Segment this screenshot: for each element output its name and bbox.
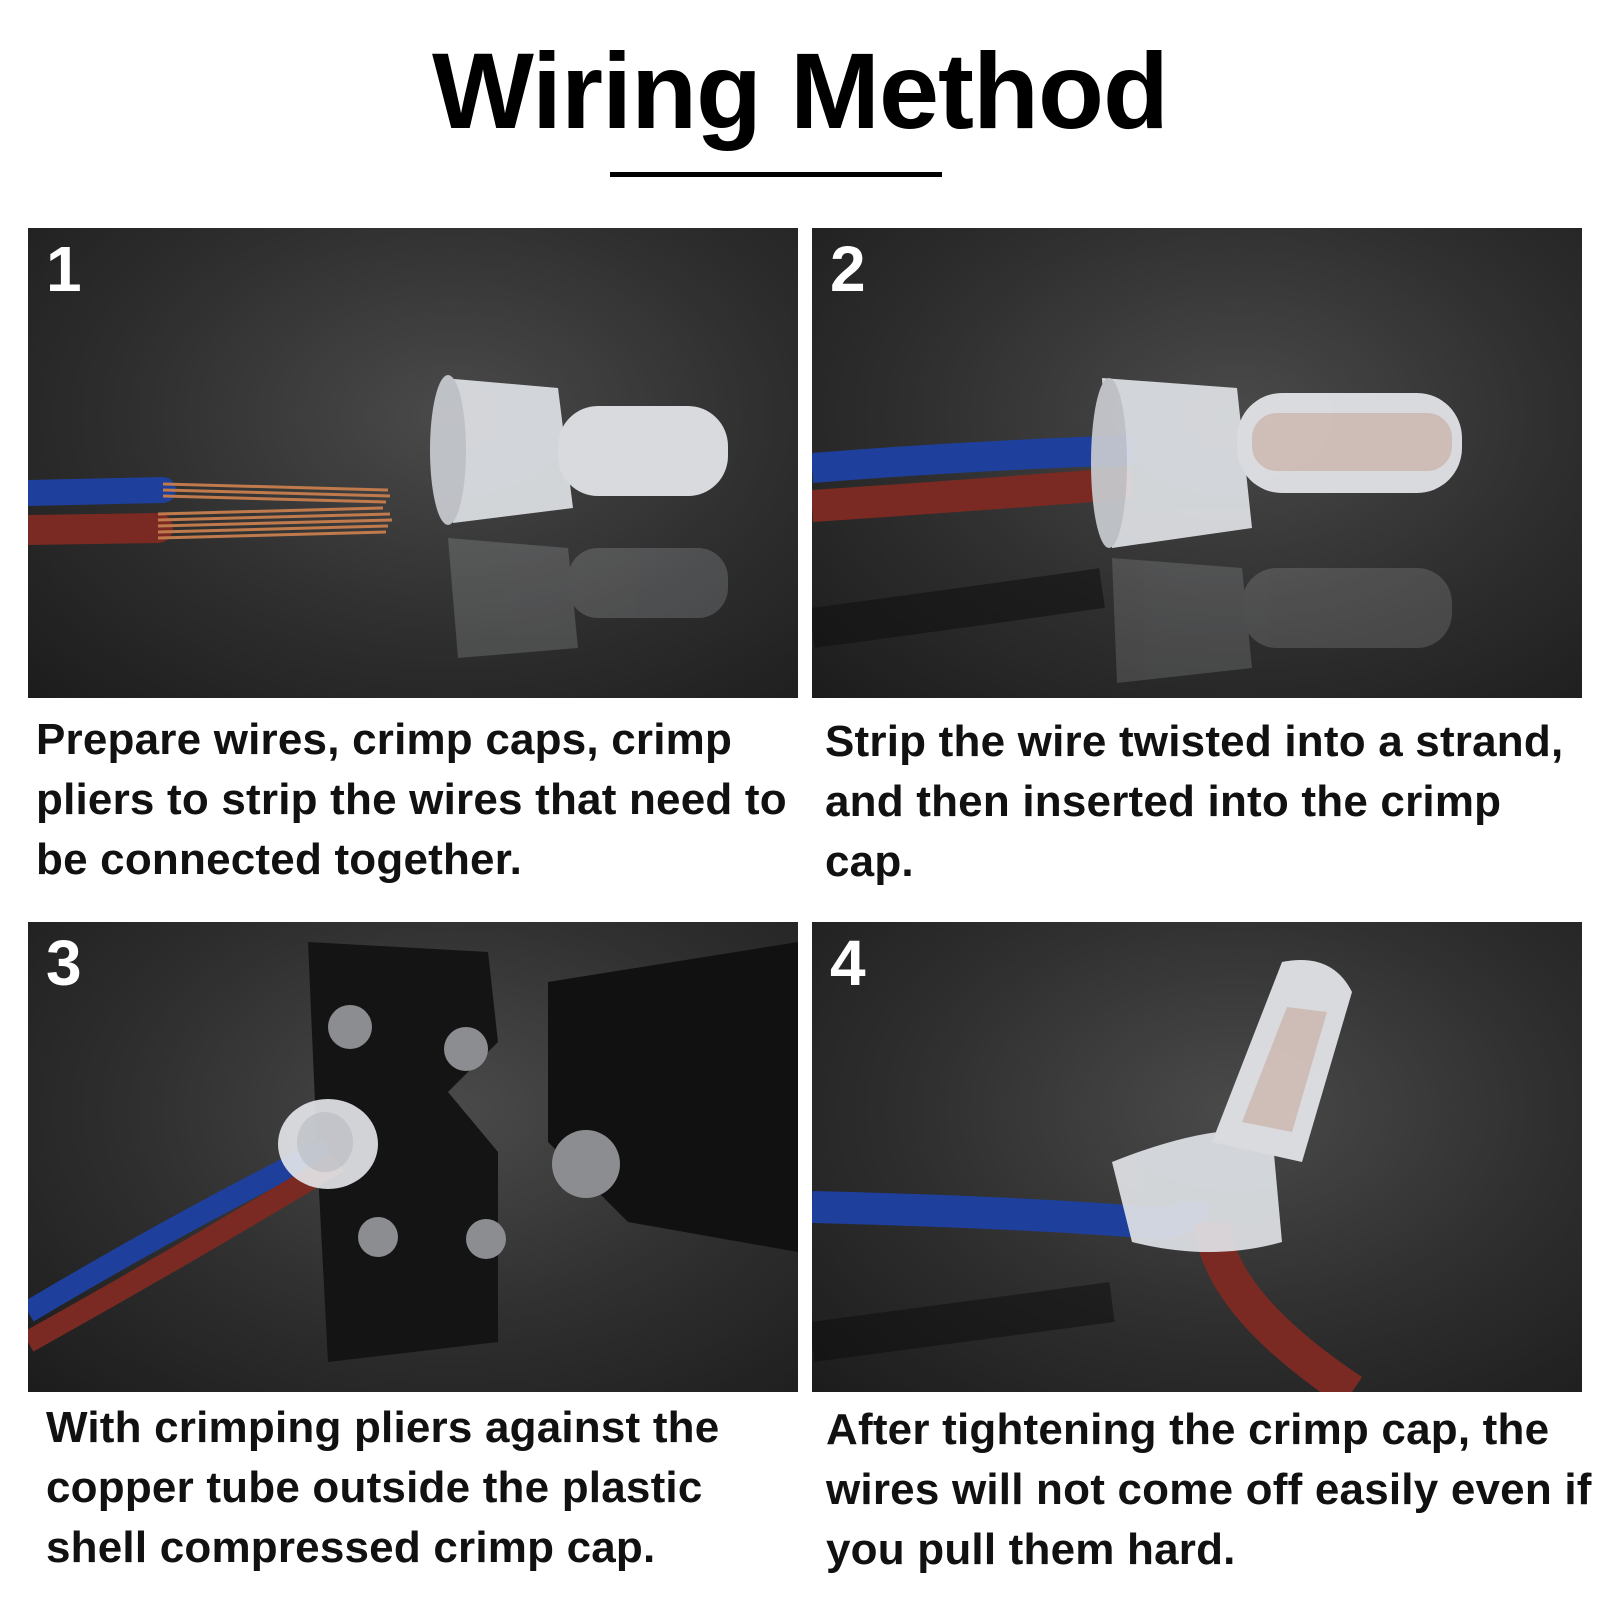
step-2-caption: Strip the wire twisted into a strand, an… — [825, 717, 1564, 886]
step-4-photo: 4 — [812, 922, 1582, 1392]
step-3-number: 3 — [46, 927, 82, 999]
step-1-caption: Prepare wires, crimp caps, crimp pliers … — [36, 715, 787, 884]
step-3-caption: With crimping pliers against the copper … — [46, 1403, 720, 1572]
wires-and-crimp-cap-illustration — [28, 375, 728, 658]
step-1-photo: 1 — [28, 228, 798, 698]
crimping-pliers-illustration — [28, 942, 798, 1362]
step-3-photo: 3 — [28, 922, 798, 1392]
step-4-caption: After tightening the crimp cap, the wire… — [826, 1405, 1592, 1574]
step-2-number: 2 — [830, 233, 866, 305]
finished-crimp-connection-illustration — [812, 960, 1362, 1392]
page-title: Wiring Method — [432, 30, 1169, 151]
step-1-number: 1 — [46, 233, 82, 305]
step-4-number: 4 — [830, 927, 866, 999]
wires-inserted-cap-illustration — [812, 378, 1462, 683]
step-2-photo: 2 — [812, 228, 1582, 698]
title-underline — [610, 172, 942, 177]
